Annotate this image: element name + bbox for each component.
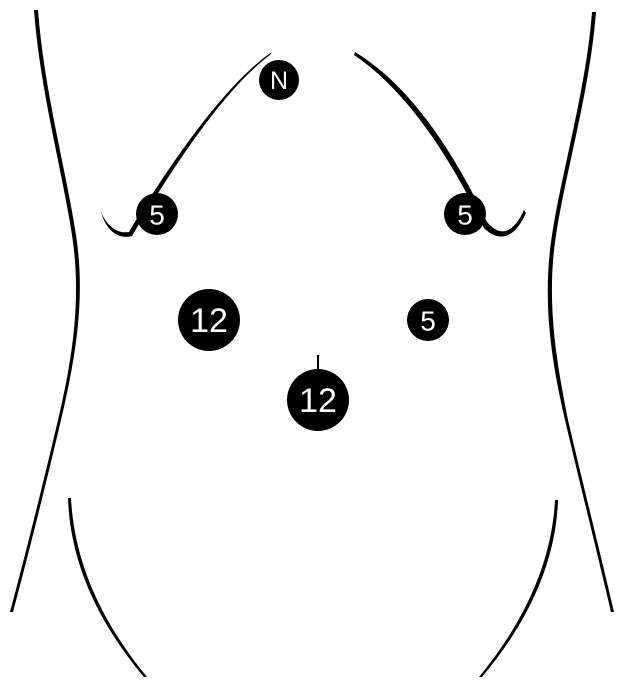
left-inguinal-line xyxy=(68,498,147,677)
port-left-mid: 5 xyxy=(407,299,449,341)
port-left-subcostal-label: 5 xyxy=(457,200,473,231)
port-right-subcostal: 5 xyxy=(136,193,178,235)
port-right-mid-label: 12 xyxy=(190,302,228,340)
right-flank-outline xyxy=(548,12,614,612)
umbilicus-mark xyxy=(317,355,319,369)
port-nathanson: N xyxy=(259,60,299,100)
port-right-subcostal-label: 5 xyxy=(149,200,165,231)
port-right-mid: 12 xyxy=(178,289,240,351)
port-nathanson-label: N xyxy=(270,67,288,95)
right-inguinal-line xyxy=(479,500,558,677)
port-umbilical: 12 xyxy=(287,369,349,431)
port-umbilical-label: 12 xyxy=(299,382,337,420)
port-left-mid-label: 5 xyxy=(420,306,436,337)
port-left-subcostal: 5 xyxy=(444,193,486,235)
right-costal-margin xyxy=(354,52,526,237)
left-flank-outline xyxy=(10,10,80,612)
left-costal-margin xyxy=(101,52,272,237)
